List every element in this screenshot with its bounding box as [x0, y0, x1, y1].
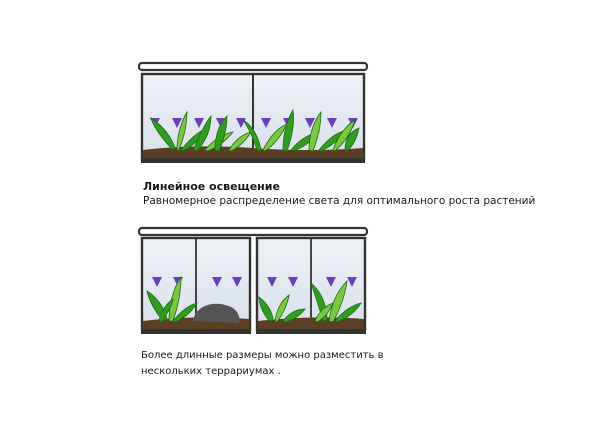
single-terrarium-illustration	[137, 61, 369, 163]
lamp-icon	[137, 226, 369, 237]
figure1-title: Линейное освещение	[143, 180, 280, 193]
lamp-icon	[137, 61, 369, 72]
multiple-terrariums-illustration	[137, 226, 369, 334]
figure2-note: Более длинные размеры можно разместить в…	[141, 350, 384, 377]
figure1-description: Равномерное распределение света для опти…	[143, 195, 536, 207]
plant-icon	[146, 275, 198, 323]
rock-icon	[193, 303, 240, 323]
plant-icon	[258, 279, 362, 323]
plant-icon	[150, 108, 360, 152]
